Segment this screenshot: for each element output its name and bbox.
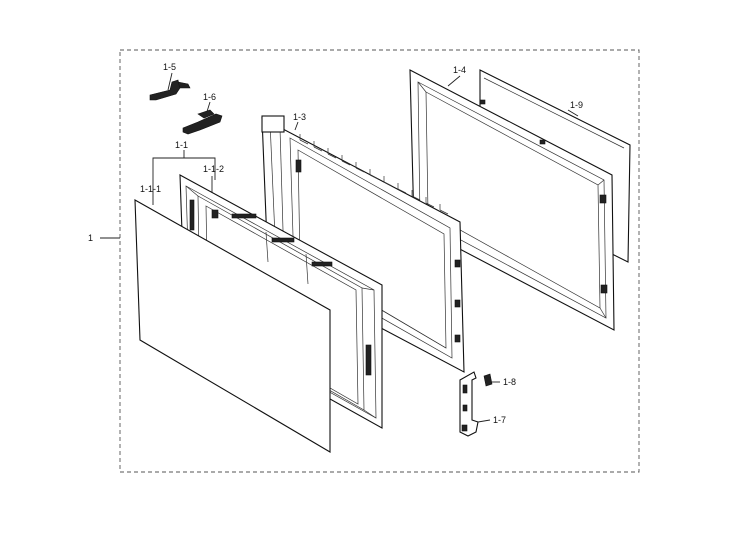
part-1-6-latch — [182, 109, 223, 135]
callout-1-8: 1-8 — [503, 377, 516, 387]
callout-1-9: 1-9 — [570, 100, 583, 110]
callout-1-1-2: 1-1-2 — [203, 164, 224, 174]
callout-1-1: 1-1 — [175, 140, 188, 150]
part-1-1-1-front-panel — [134, 199, 331, 453]
callout-1: 1 — [88, 233, 93, 243]
part-1-5-hinge — [149, 79, 191, 101]
assembly-boundary — [119, 49, 640, 473]
part-1-8-lever — [483, 373, 493, 387]
callout-1-7: 1-7 — [493, 415, 506, 425]
callout-1-5: 1-5 — [163, 62, 176, 72]
callout-1-6: 1-6 — [203, 92, 216, 102]
callout-1-4: 1-4 — [453, 65, 466, 75]
callout-1-3: 1-3 — [293, 112, 306, 122]
part-1-7-latch-hook — [459, 371, 479, 437]
callout-1-1-1: 1-1-1 — [140, 184, 161, 194]
leader-lines — [100, 72, 579, 423]
